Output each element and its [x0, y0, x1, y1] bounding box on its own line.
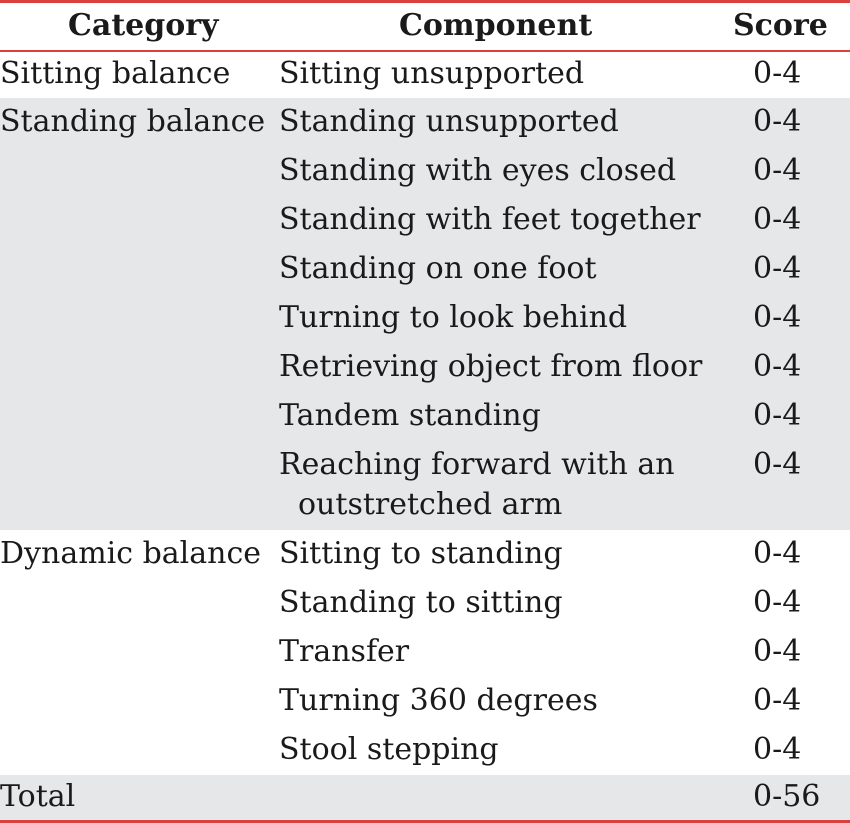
component-cell: Turning to look behind — [279, 300, 628, 335]
component-cell: Tandem standing — [279, 398, 541, 433]
table-row: Dynamic balance Sitting to standing 0-4 — [0, 530, 850, 579]
table-row: Reaching forward with an outstretched ar… — [0, 441, 850, 530]
group-sitting-balance: Sitting balance Sitting unsupported 0-4 — [0, 52, 850, 98]
component-cell: Reaching forward with an — [279, 447, 675, 482]
score-cell: 0-4 — [753, 251, 802, 286]
category-cell: Sitting balance — [0, 56, 231, 91]
table-row: Standing with eyes closed 0-4 — [0, 147, 850, 196]
score-cell: 0-4 — [753, 585, 802, 620]
score-cell: 0-4 — [753, 349, 802, 384]
category-cell: Dynamic balance — [0, 536, 262, 571]
header-rule — [0, 50, 850, 52]
component-cell: Standing to sitting — [279, 585, 563, 620]
table-row: Standing balance Standing unsupported 0-… — [0, 98, 850, 147]
score-cell: 0-4 — [753, 683, 802, 718]
table-row: Retrieving object from floor 0-4 — [0, 343, 850, 392]
score-cell: 0-4 — [753, 300, 802, 335]
total-score: 0-56 — [753, 779, 821, 814]
component-cell: Standing on one foot — [279, 251, 597, 286]
component-cell: Standing with feet together — [279, 202, 701, 237]
table-bottom-rule — [0, 820, 850, 823]
total-label: Total — [0, 779, 76, 814]
table-row: Standing with feet together 0-4 — [0, 196, 850, 245]
score-cell: 0-4 — [753, 202, 802, 237]
table-row: Stool stepping 0-4 — [0, 726, 850, 775]
header-category: Category — [68, 8, 219, 43]
score-cell: 0-4 — [753, 634, 802, 669]
component-cell: Stool stepping — [279, 732, 499, 767]
component-cell: Retrieving object from floor — [279, 349, 703, 384]
score-cell: 0-4 — [753, 536, 802, 571]
score-cell: 0-4 — [753, 732, 802, 767]
score-cell: 0-4 — [753, 104, 802, 139]
table-top-rule — [0, 0, 850, 3]
group-dynamic-balance: Dynamic balance Sitting to standing 0-4 … — [0, 530, 850, 775]
table-row: Turning to look behind 0-4 — [0, 294, 850, 343]
component-cell: Sitting to standing — [279, 536, 563, 571]
total-row: Total 0-56 — [0, 775, 850, 820]
table-row: Transfer 0-4 — [0, 628, 850, 677]
table-row: Standing on one foot 0-4 — [0, 245, 850, 294]
table-row: Sitting balance Sitting unsupported 0-4 — [0, 52, 850, 101]
group-standing-balance: Standing balance Standing unsupported 0-… — [0, 98, 850, 530]
score-cell: 0-4 — [753, 153, 802, 188]
component-cell: Transfer — [279, 634, 410, 669]
component-cell: Standing with eyes closed — [279, 153, 677, 188]
score-cell: 0-4 — [753, 56, 802, 91]
component-cell: Sitting unsupported — [279, 56, 585, 91]
table-row: Standing to sitting 0-4 — [0, 579, 850, 628]
component-cell: Standing unsupported — [279, 104, 619, 139]
score-cell: 0-4 — [753, 447, 802, 482]
component-cell-continued: outstretched arm — [298, 487, 563, 522]
table-row: Tandem standing 0-4 — [0, 392, 850, 441]
score-cell: 0-4 — [753, 398, 802, 433]
header-component: Component — [399, 8, 593, 43]
component-cell: Turning 360 degrees — [279, 683, 598, 718]
table-row: Turning 360 degrees 0-4 — [0, 677, 850, 726]
category-cell: Standing balance — [0, 104, 266, 139]
header-score: Score — [733, 8, 828, 43]
table-header-row: Category Component Score — [0, 3, 850, 50]
